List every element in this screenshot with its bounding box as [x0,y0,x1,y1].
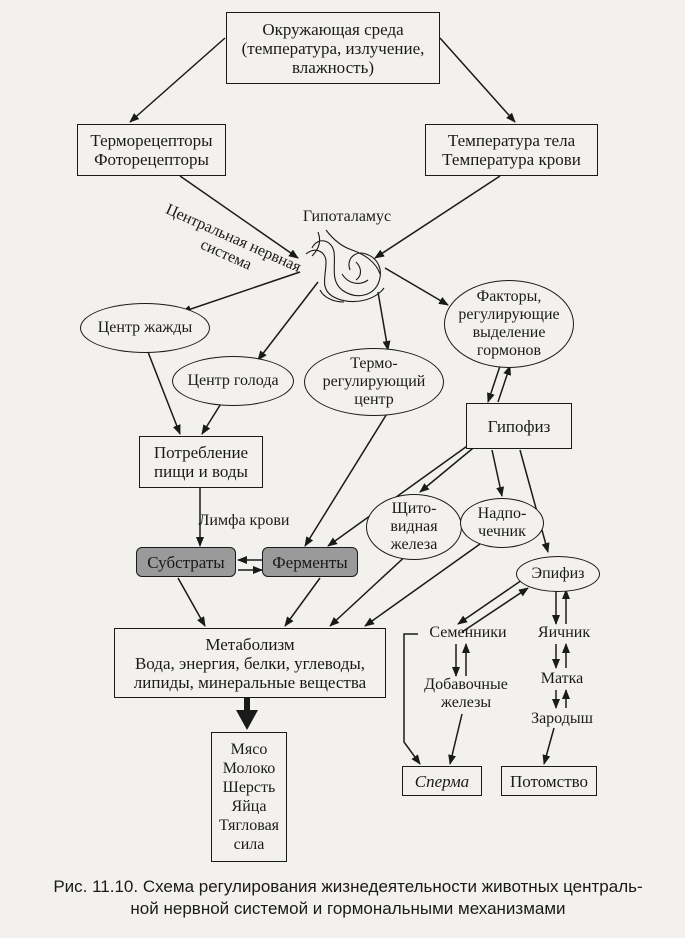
figure-caption: Рис. 11.10. Схема регулирования жизнедея… [53,877,643,918]
embryo-label: Зародыш [531,710,593,727]
offspring-box: Потомство [501,766,597,796]
testes-label: Семенники [429,624,507,641]
ovary-label: Яичник [537,624,591,641]
receptors-box: Терморецепторы Фоторецепторы [77,124,226,176]
uterus-label: Матка [540,670,584,687]
hunger-center: Центр голода [172,356,294,406]
hypothalamus-illustration [305,229,385,303]
accessory-glands-label: Добавочные железы [424,676,508,711]
thermoregulatory-center: Термо- регулирующий центр [304,348,444,416]
thirst-center: Центр жажды [80,303,210,353]
hormone-factors: Факторы, регулирующие выделение гормонов [444,280,574,368]
epiphysis: Эпифиз [516,556,600,592]
lymph-label: Лимфа крови [198,512,290,529]
thyroid-gland: Щито- видная железа [366,494,462,560]
body-temperature-box: Температура тела Температура крови [425,124,598,176]
pituitary-box: Гипофиз [466,403,572,449]
enzymes-box: Ферменты [262,547,358,577]
sperm-box: Сперма [402,766,482,796]
metabolism-box: Метаболизм Вода, энергия, белки, углевод… [114,628,386,698]
environment-box: Окружающая среда (температура, излучение… [226,12,440,84]
substrates-box: Субстраты [136,547,236,577]
consumption-box: Потребление пищи и воды [139,436,263,488]
bold-arrow [236,698,258,730]
products-box: Мясо Молоко Шерсть Яйца Тягловая сила [211,732,287,862]
adrenal-gland: Надпо- чечник [460,498,544,548]
hypothalamus-label: Гипоталамус [302,208,392,225]
